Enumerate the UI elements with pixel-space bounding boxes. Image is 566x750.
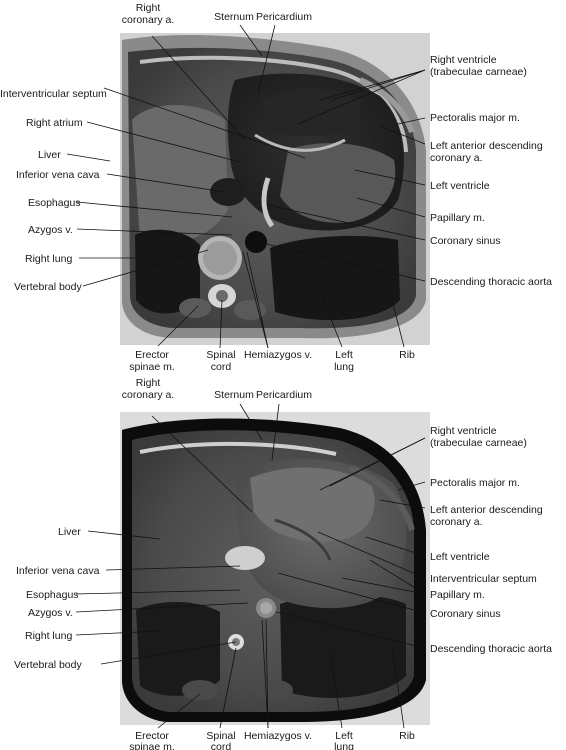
label-vertebral-body: Vertebral body: [14, 281, 82, 293]
leader-lines-bottom: [75, 403, 426, 729]
label-papillary-m: Papillary m.: [430, 212, 485, 224]
label-papillary-m: Papillary m.: [430, 589, 485, 601]
label-inferior-vena-cava: Inferior vena cava: [16, 565, 100, 577]
label-liver: Liver: [38, 149, 61, 161]
label-right-atrium: Right atrium: [26, 117, 83, 129]
label-right-lung: Right lung: [25, 253, 72, 265]
label-right-ventricle: Right ventricle(trabeculae carneae): [430, 425, 527, 449]
label-pectoralis-major-m: Pectoralis major m.: [430, 112, 520, 124]
label-left-ventricle: Left ventricle: [430, 180, 490, 192]
label-liver: Liver: [58, 526, 81, 538]
label-descending-thoracic-aorta: Descending thoracic aorta: [430, 643, 552, 655]
label-azygos-v: Azygos v.: [28, 224, 73, 236]
label-interventricular-septum: Interventricular septum: [430, 573, 537, 585]
label-esophagus: Esophagus: [26, 589, 79, 601]
label-descending-thoracic-aorta: Descending thoracic aorta: [430, 276, 552, 288]
label-esophagus: Esophagus: [28, 197, 81, 209]
label-vertebral-body: Vertebral body: [14, 659, 82, 671]
label-rib: Rib: [399, 730, 415, 742]
label-inferior-vena-cava: Inferior vena cava: [16, 169, 100, 181]
label-hemiazygos-v: Hemiazygos v.: [244, 730, 312, 742]
label-rib: Rib: [399, 349, 415, 361]
label-hemiazygos-v: Hemiazygos v.: [244, 349, 312, 361]
label-interventricular-septum: Interventricular septum: [0, 88, 107, 100]
label-pericardium: Pericardium: [256, 389, 312, 401]
leader-lines-top: [66, 24, 426, 349]
label-left-ventricle: Left ventricle: [430, 551, 490, 563]
label-pericardium: Pericardium: [256, 11, 312, 23]
label-sternum: Sternum: [214, 11, 254, 23]
label-coronary-sinus: Coronary sinus: [430, 235, 501, 247]
label-azygos-v: Azygos v.: [28, 607, 73, 619]
label-coronary-sinus: Coronary sinus: [430, 608, 501, 620]
label-sternum: Sternum: [214, 389, 254, 401]
label-right-ventricle: Right ventricle(trabeculae carneae): [430, 54, 527, 78]
label-pectoralis-major-m: Pectoralis major m.: [430, 477, 520, 489]
mri-image-top: [120, 33, 430, 345]
label-right-lung: Right lung: [25, 630, 72, 642]
